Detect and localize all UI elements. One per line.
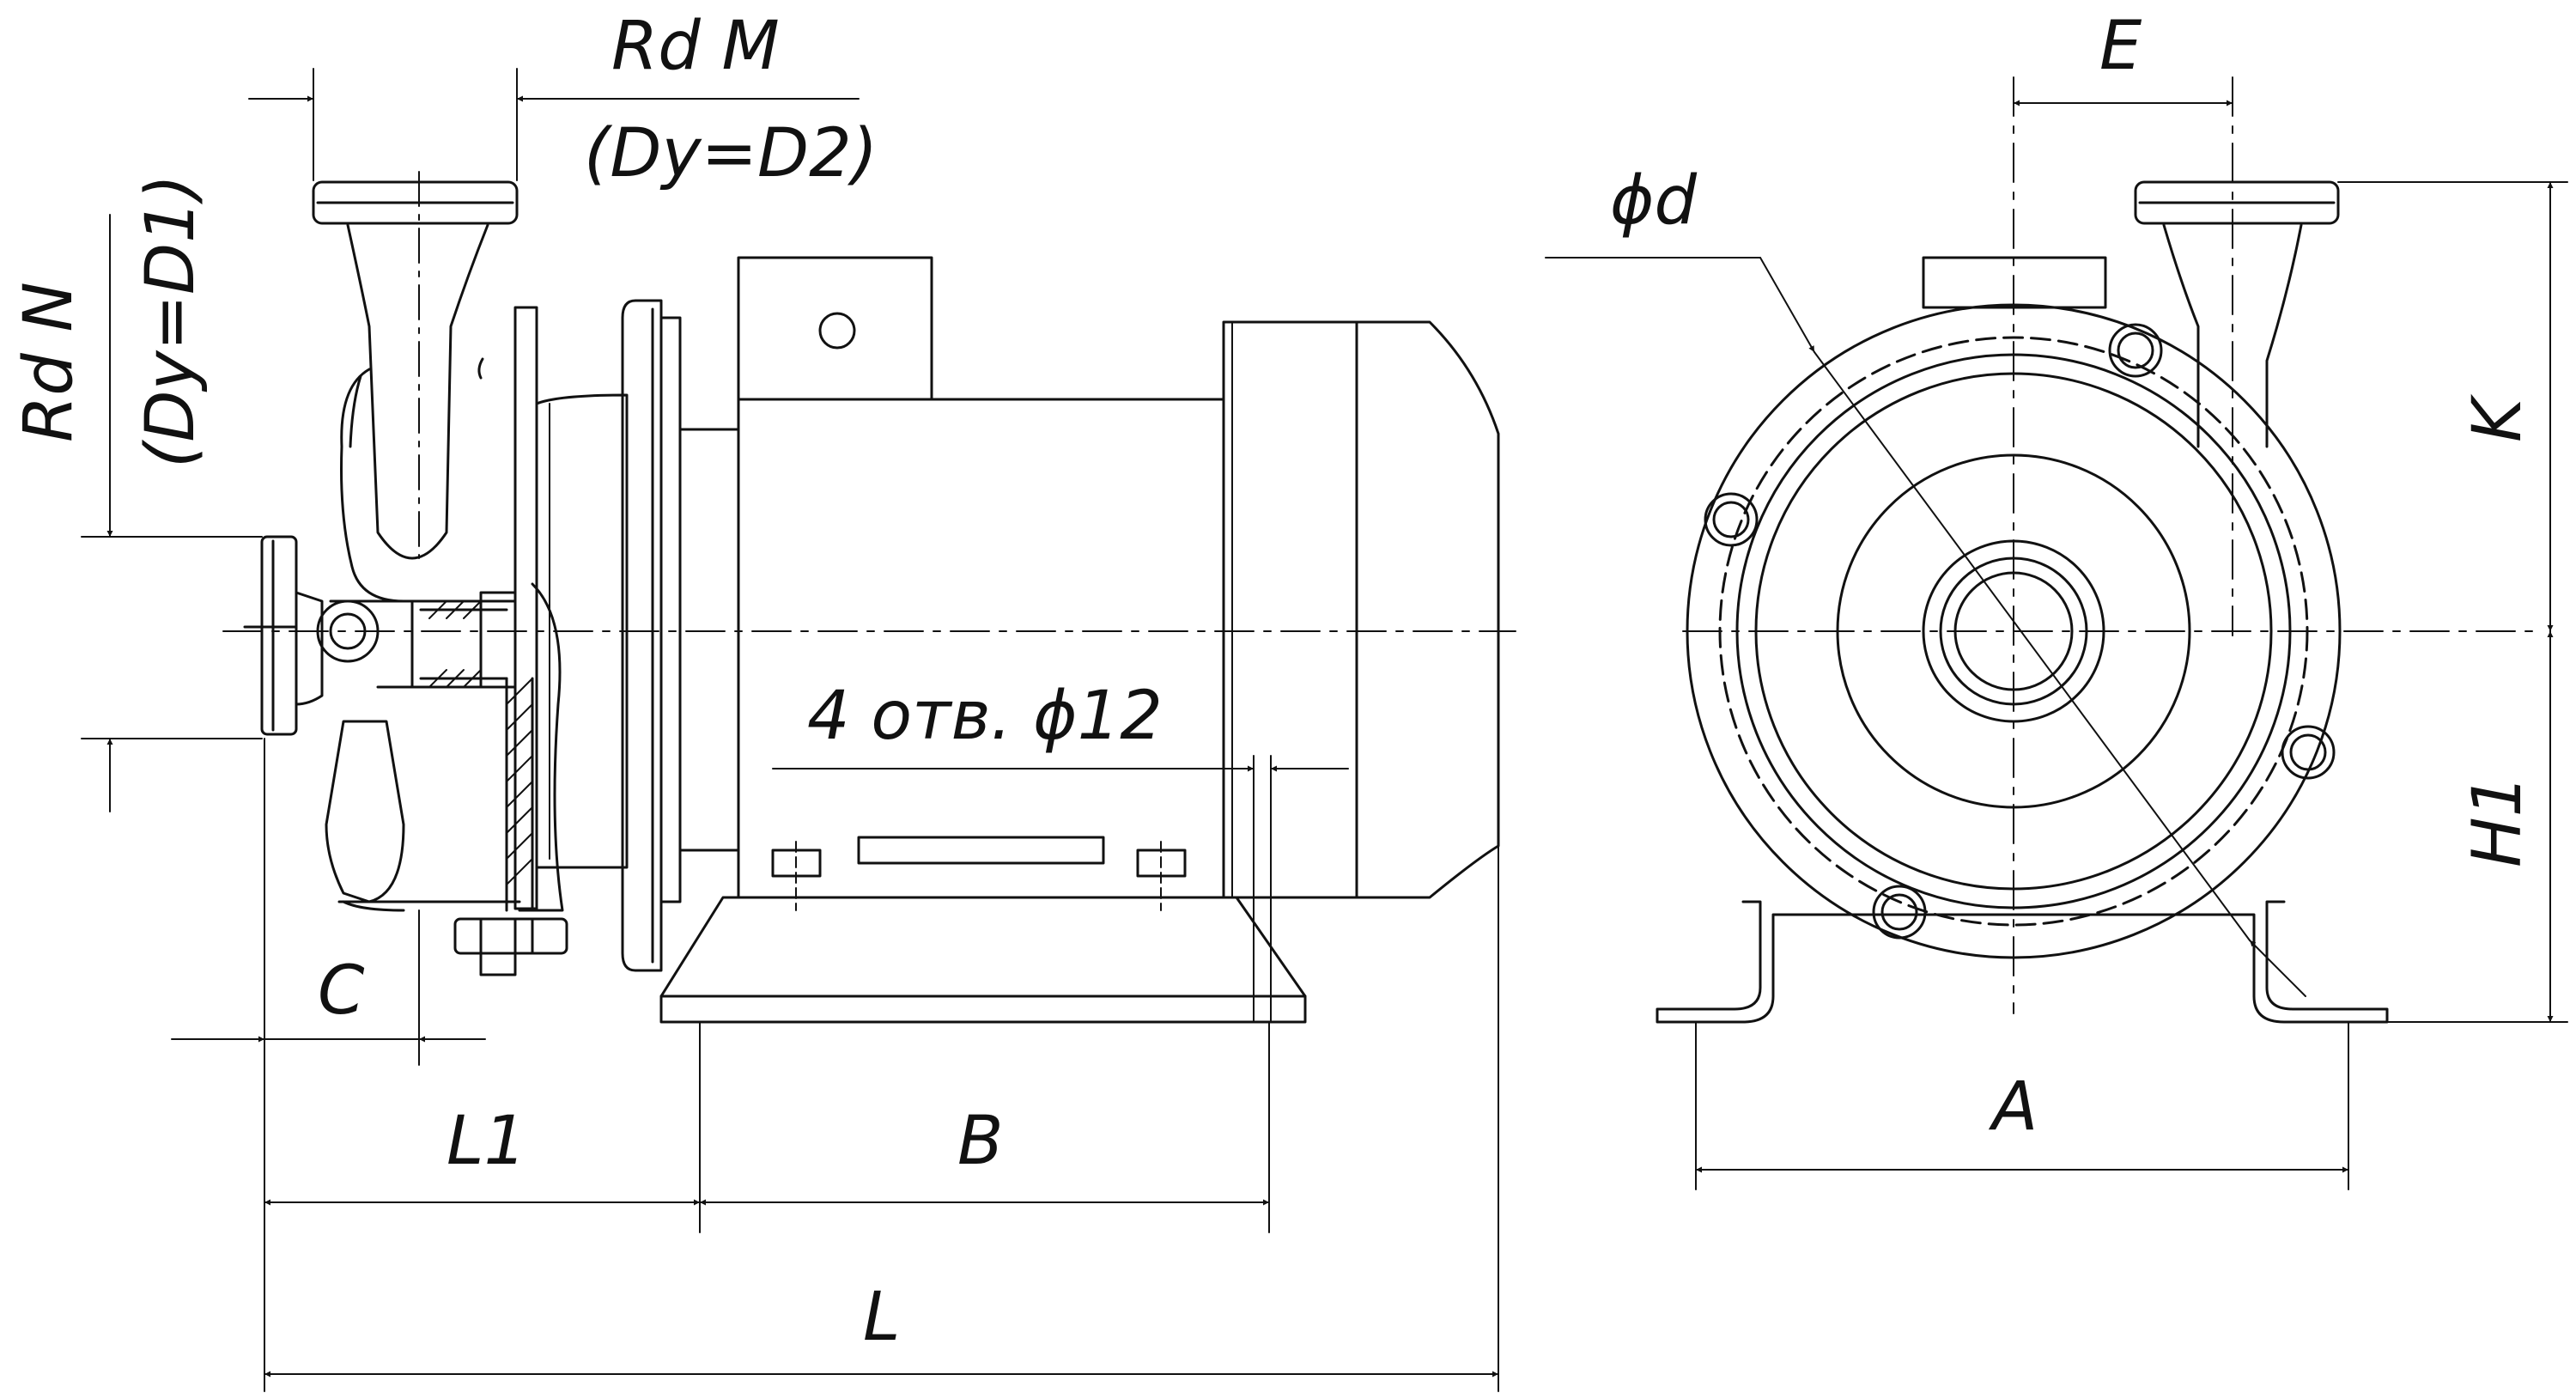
motor-body xyxy=(737,256,1500,899)
dim-a xyxy=(1695,1021,2349,1190)
inlet-flange xyxy=(243,535,324,736)
dim-phi-d xyxy=(1545,257,2306,997)
label-c: C xyxy=(318,952,365,1030)
label-h1: H1 xyxy=(2459,774,2537,867)
dim-k-h1 xyxy=(2337,181,2568,1023)
label-rd-n: Rd N xyxy=(10,282,88,442)
label-e: E xyxy=(2099,8,2142,85)
label-k: K xyxy=(2459,398,2537,442)
front-view xyxy=(1545,76,2568,1190)
label-holes: 4 отв. ϕ12 xyxy=(807,678,1163,755)
label-l: L xyxy=(863,1279,901,1356)
outlet-flange xyxy=(312,171,519,560)
dim-extensions xyxy=(264,738,1499,1392)
label-dy-d1: (Dy=D1) xyxy=(132,173,210,468)
dim-c xyxy=(171,909,486,1066)
label-phi-d: ϕd xyxy=(1610,162,1697,240)
adapter-flange xyxy=(513,306,629,910)
motor-flange xyxy=(621,299,740,972)
outlet-nozzle xyxy=(2134,180,2340,448)
label-l1: L1 xyxy=(447,1103,527,1180)
casing-bolt xyxy=(453,917,568,976)
volute-casing xyxy=(325,357,521,912)
label-a: A xyxy=(1992,1068,2038,1146)
front-base xyxy=(1656,900,2389,1024)
dim-rd-m xyxy=(248,68,860,181)
shaft-seal-section xyxy=(316,582,564,912)
label-dy-d2: (Dy=D2) xyxy=(584,115,878,192)
label-rd-m: Rd M xyxy=(611,8,780,85)
flange-bolt-holes xyxy=(1704,323,2336,940)
label-b: B xyxy=(957,1103,1004,1180)
dim-rd-n xyxy=(81,214,263,812)
motor-feet xyxy=(659,755,1307,1024)
front-centerlines xyxy=(1682,76,2538,1014)
side-view xyxy=(81,68,1516,1392)
